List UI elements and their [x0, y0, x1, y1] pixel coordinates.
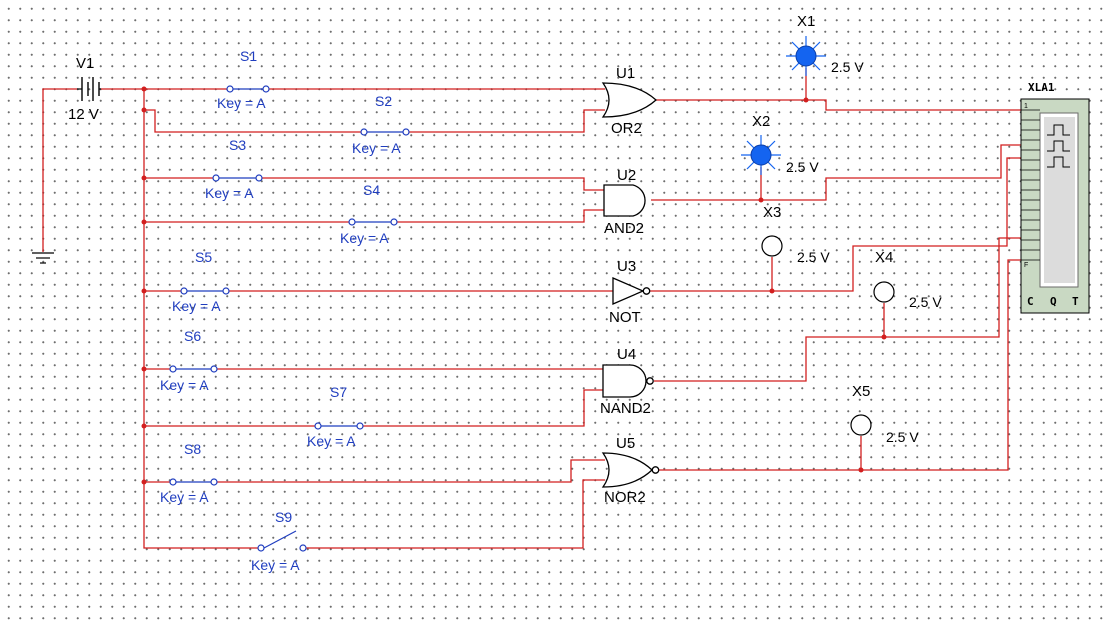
- gate-u1-or[interactable]: [601, 82, 657, 118]
- switch-s4[interactable]: [348, 218, 398, 226]
- switch-s9[interactable]: [257, 530, 307, 552]
- wire-s9-u5: [303, 479, 605, 549]
- gate-u5-ref: U5: [616, 435, 635, 452]
- gate-u4-type: NAND2: [600, 400, 651, 417]
- probe-x2-name: X2: [752, 113, 770, 130]
- probe-x2-voltage: 2.5 V: [786, 159, 819, 175]
- analyzer-name: XLA1: [1028, 81, 1055, 94]
- switch-s7-name: S7: [330, 384, 347, 400]
- waveform-icon: [1047, 124, 1070, 168]
- switch-s5[interactable]: [180, 287, 230, 295]
- wire-s8-u5: [214, 459, 605, 483]
- switch-s5-key: Key = A: [172, 298, 221, 314]
- probe-x3-voltage: 2.5 V: [797, 249, 830, 265]
- switch-s2-key: Key = A: [352, 140, 401, 156]
- ground-icon: [32, 252, 54, 264]
- wire-s2-u1: [406, 109, 605, 133]
- gate-u5-nor[interactable]: [601, 452, 660, 488]
- gate-u3-ref: U3: [617, 258, 636, 275]
- switch-s3[interactable]: [212, 174, 263, 182]
- analyzer-pin-f: F: [1024, 262, 1028, 269]
- gate-u1-type: OR2: [611, 120, 642, 137]
- gate-u4-ref: U4: [617, 346, 636, 363]
- gate-u2-ref: U2: [617, 167, 636, 184]
- probe-x4-name: X4: [875, 249, 893, 266]
- switch-s6-name: S6: [184, 328, 201, 344]
- junction-dot: [141, 479, 147, 485]
- battery-name: V1: [76, 55, 94, 72]
- switch-s6[interactable]: [169, 365, 218, 373]
- wire-u5-out: [659, 259, 1022, 471]
- junction-dot: [141, 175, 147, 181]
- wire-s7-u4: [360, 389, 603, 427]
- junction-dot: [858, 467, 864, 473]
- junction-dot: [758, 197, 764, 203]
- wire-main-bus: [143, 89, 261, 549]
- switch-s9-name: S9: [275, 509, 292, 525]
- junction-dot: [881, 334, 887, 340]
- wire-ground: [42, 88, 77, 252]
- probe-x4-voltage: 2.5 V: [909, 294, 942, 310]
- battery-v1[interactable]: V1 12 V: [68, 55, 101, 123]
- wire-u4-out: [654, 237, 1022, 382]
- switch-s9-key: Key = A: [251, 557, 300, 573]
- switch-s8[interactable]: [169, 478, 218, 486]
- probe-x1-name: X1: [797, 13, 815, 30]
- wire-bus-s2: [144, 109, 364, 133]
- probe-x3-name: X3: [763, 204, 781, 221]
- gate-u3-type: NOT: [609, 309, 641, 326]
- switch-s7[interactable]: [314, 422, 364, 430]
- switch-s2[interactable]: [360, 128, 410, 136]
- switch-s7-key: Key = A: [307, 433, 356, 449]
- junction-dot: [141, 107, 147, 113]
- switch-s8-key: Key = A: [160, 489, 209, 505]
- wire-u2-out: [651, 144, 1022, 201]
- logic-analyzer-xla1[interactable]: 1 F C Q T: [1020, 98, 1090, 314]
- junction-dot: [141, 366, 147, 372]
- gate-u3-not[interactable]: [612, 277, 651, 305]
- switch-s4-name: S4: [363, 182, 380, 198]
- switch-s1-name: S1: [240, 48, 257, 64]
- probe-x5-name: X5: [852, 383, 870, 400]
- gate-u2-type: AND2: [604, 220, 644, 237]
- wire-s4-u2: [394, 209, 604, 223]
- probe-x5-voltage: 2.5 V: [886, 429, 919, 445]
- junction-dot: [769, 288, 775, 294]
- probe-x1-lamp-on[interactable]: [786, 36, 826, 76]
- probe-x5-lamp-off[interactable]: [850, 414, 872, 436]
- switch-s4-key: Key = A: [340, 230, 389, 246]
- gate-u1-ref: U1: [616, 65, 635, 82]
- analyzer-pin-1: 1: [1024, 103, 1028, 110]
- analyzer-terminal-c: C: [1027, 295, 1034, 308]
- switch-s1[interactable]: [226, 85, 270, 93]
- switch-s3-key: Key = A: [205, 185, 254, 201]
- wire-u1-out: [656, 99, 1022, 111]
- junction-dot: [803, 97, 809, 103]
- wire-s3-u2: [259, 177, 604, 191]
- gate-u4-nand[interactable]: [602, 364, 654, 398]
- junction-dot: [141, 288, 147, 294]
- gate-u2-and[interactable]: [603, 184, 646, 217]
- wire-u3-out: [650, 157, 1022, 292]
- battery-value: 12 V: [68, 106, 99, 123]
- junction-dot: [141, 86, 147, 92]
- switch-s6-key: Key = A: [160, 377, 209, 393]
- switch-s8-name: S8: [184, 441, 201, 457]
- junction-dot: [141, 219, 147, 225]
- junction-dot: [141, 423, 147, 429]
- probe-x4-lamp-off[interactable]: [873, 281, 895, 303]
- switch-s1-key: Key = A: [217, 95, 266, 111]
- wires: [42, 68, 1022, 549]
- switch-s2-name: S2: [375, 93, 392, 109]
- analyzer-terminal-t: T: [1072, 295, 1079, 308]
- probe-x3-lamp-off[interactable]: [761, 235, 783, 257]
- analyzer-terminal-q: Q: [1050, 295, 1057, 308]
- probe-x1-voltage: 2.5 V: [831, 59, 864, 75]
- junctions: [141, 86, 887, 485]
- gate-u5-type: NOR2: [604, 489, 646, 506]
- switch-s3-name: S3: [229, 137, 246, 153]
- probe-x2-lamp-on[interactable]: [741, 135, 781, 175]
- switch-s5-name: S5: [195, 249, 212, 265]
